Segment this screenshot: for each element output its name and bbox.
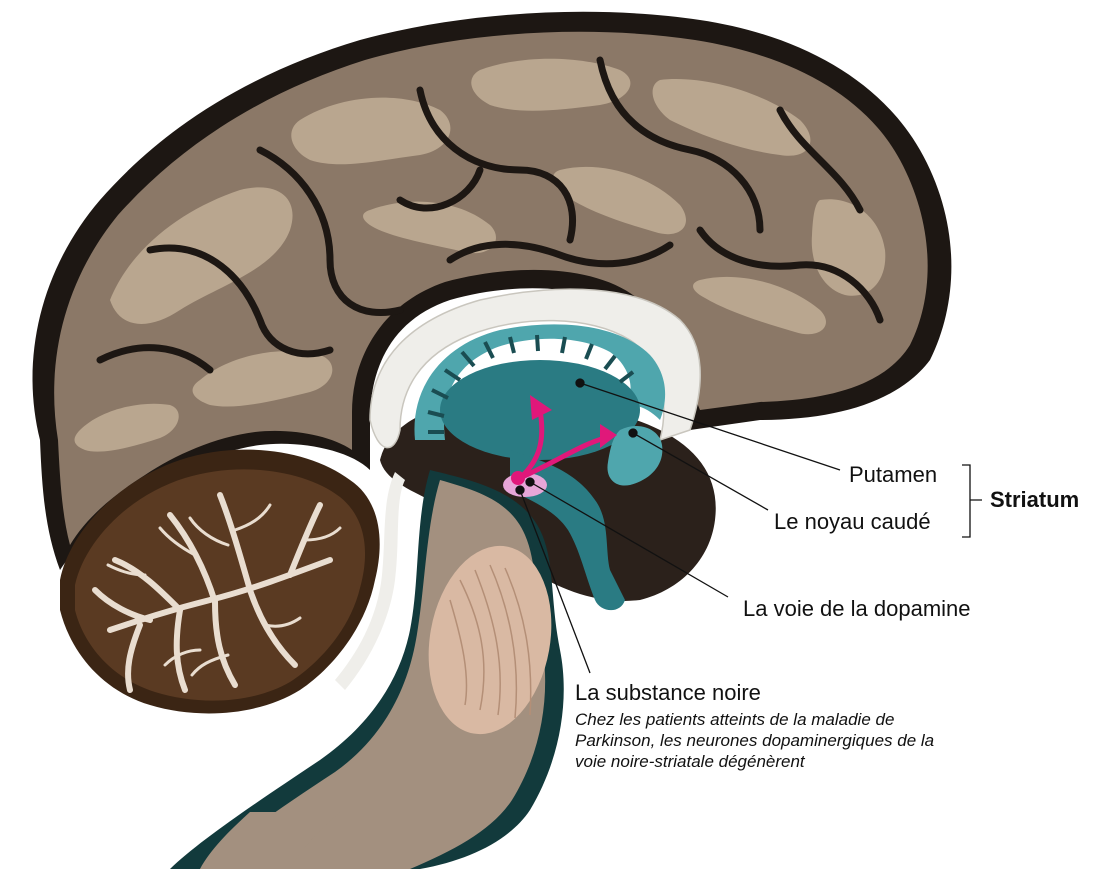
striatum-label: Striatum — [990, 487, 1079, 513]
striatum-bracket — [962, 465, 982, 537]
description-line-3: voie noire-striatale dégénèrent — [575, 751, 1045, 772]
dopamine-pathway-label: La voie de la dopamine — [743, 596, 971, 622]
putamen-label: Putamen — [849, 462, 937, 488]
substantia-nigra-label: La substance noire — [575, 680, 761, 706]
description-line-2: Parkinson, les neurones dopaminergiques … — [575, 730, 1045, 751]
pathway-origin — [511, 471, 525, 485]
parkinson-description: Chez les patients atteints de la maladie… — [575, 709, 1045, 772]
caudate-label: Le noyau caudé — [774, 509, 931, 535]
description-line-1: Chez les patients atteints de la maladie… — [575, 709, 1045, 730]
